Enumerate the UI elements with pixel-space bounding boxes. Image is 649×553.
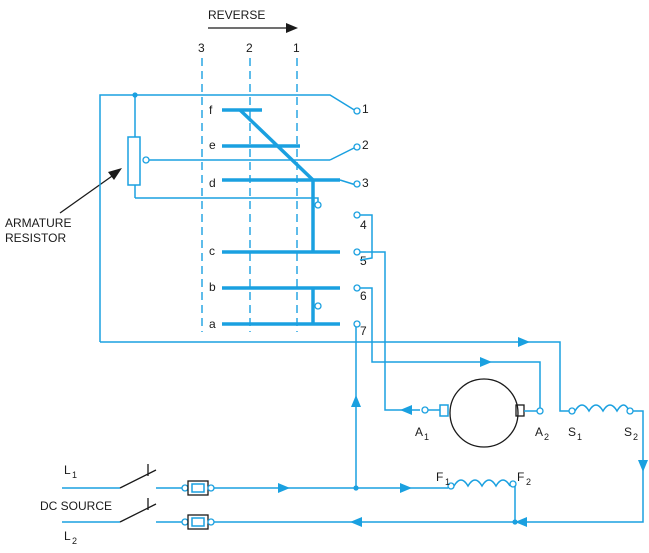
shunt-field-coil	[453, 479, 511, 488]
series-field-s2-label: S	[624, 425, 632, 439]
fuse-1-element	[191, 483, 205, 493]
contact-label-7: 7	[360, 324, 367, 338]
contact-label-4: 4	[360, 218, 367, 232]
contact-label-3: 3	[362, 176, 369, 190]
position-label-1: 1	[293, 41, 300, 55]
wire-d-to-contact-3	[339, 179, 357, 186]
shunt-field-f2-subscript: 2	[526, 477, 531, 487]
flow-arrow-right	[518, 337, 530, 347]
fuse-2-terminal-right	[207, 518, 215, 526]
contact-label-5: 5	[360, 254, 367, 268]
finger-terminal-d	[314, 201, 322, 209]
supply-l1-subscript: 1	[72, 470, 77, 480]
flow-arrow-right	[480, 357, 492, 367]
contact-terminal-6	[353, 284, 361, 292]
shunt-field-f1-label: F	[436, 470, 443, 484]
supply-l1-label: L	[64, 463, 71, 477]
series-field-s2-subscript: 2	[633, 432, 638, 442]
wire-contact-4-to-5	[359, 214, 373, 261]
fuse-2-element	[191, 517, 205, 527]
finger-label-d: d	[209, 176, 216, 190]
armature-circle	[449, 378, 519, 448]
flow-arrow-left	[515, 517, 527, 527]
wire-resistor-to-d-terminal	[135, 197, 319, 203]
armature-a2-label: A	[535, 425, 543, 439]
armature-resistor-label-line2: RESISTOR	[5, 231, 66, 245]
wire-left-loop-to-s1	[100, 341, 570, 412]
fuse-1-terminal-left	[181, 484, 189, 492]
flow-arrow-right	[278, 483, 290, 493]
switch-blade-bottom	[119, 503, 157, 523]
series-field: S 1 S 2	[568, 404, 638, 442]
finger-label-a: a	[209, 317, 216, 331]
shunt-field-f2-terminal	[509, 480, 517, 488]
wiring	[62, 94, 644, 523]
wire-contact-5-to-a1	[360, 251, 420, 411]
contact-terminal-2	[353, 143, 361, 151]
contact-terminal-1	[353, 107, 361, 115]
series-field-s1-label: S	[568, 425, 576, 439]
series-field-s1-terminal	[568, 407, 576, 415]
position-label-2: 2	[246, 41, 253, 55]
contact-label-6: 6	[360, 289, 367, 303]
armature: A 1 A 2	[415, 378, 549, 448]
armature-resistor-label-line1: ARMATURE	[5, 216, 71, 230]
finger-label-e: e	[209, 138, 216, 152]
junction-dot	[132, 92, 138, 98]
resistor-tap-terminal	[142, 156, 150, 164]
series-field-s1-subscript: 1	[577, 432, 582, 442]
series-field-coil	[574, 404, 630, 413]
fuse-2	[187, 514, 209, 530]
flow-arrow-down	[638, 460, 648, 472]
armature-a1-terminal	[421, 406, 429, 414]
contact-label-2: 2	[362, 138, 369, 152]
shunt-field-f2-label: F	[517, 470, 524, 484]
position-label-3: 3	[198, 41, 205, 55]
reverse-arrow-head	[286, 23, 298, 33]
shunt-field-f1-subscript: 1	[445, 477, 450, 487]
fuse-2-terminal-left	[181, 518, 189, 526]
contact-terminal-7	[353, 320, 361, 328]
supply-l2-label: L	[64, 529, 71, 543]
finger-label-c: c	[209, 244, 215, 258]
supply-section: L 1 DC SOURCE L 2	[40, 463, 215, 546]
shunt-field: F 1 F 2	[436, 470, 531, 490]
contact-terminal-5	[353, 248, 361, 256]
flow-arrow-left	[350, 517, 362, 527]
armature-resistor	[127, 136, 141, 186]
fuse-1-terminal-right	[207, 484, 215, 492]
flow-arrow-right	[400, 483, 412, 493]
junction-dot	[353, 485, 359, 491]
finger-label-f: f	[209, 103, 213, 117]
armature-a2-subscript: 2	[544, 432, 549, 442]
wire-tap-to-contact-2	[329, 146, 357, 161]
flow-arrow-left	[400, 405, 412, 415]
armature-brush-left	[439, 404, 449, 417]
flow-arrow-up	[351, 395, 361, 407]
armature-resistor-pointer-head	[108, 168, 122, 180]
finger-terminal-a	[314, 302, 322, 310]
wire-s2-to-l2	[214, 410, 644, 523]
contact-label-1: 1	[362, 102, 369, 116]
reverse-label: REVERSE	[208, 8, 265, 22]
contact-terminal-3	[353, 180, 361, 188]
armature-a1-label: A	[415, 425, 423, 439]
series-field-s2-terminal	[626, 407, 634, 415]
finger-label-b: b	[209, 280, 216, 294]
wire-top-to-contact-1	[99, 94, 357, 342]
reverse-indicator: REVERSE	[208, 8, 298, 33]
switch-blade-top	[119, 469, 157, 489]
fuse-1	[187, 480, 209, 496]
supply-source-label: DC SOURCE	[40, 499, 112, 513]
armature-a1-subscript: 1	[424, 432, 429, 442]
wire-contact-6-to-a2	[360, 287, 541, 411]
supply-l2-subscript: 2	[72, 536, 77, 546]
armature-resistor-pointer	[59, 173, 116, 214]
armature-a2-terminal	[536, 407, 544, 415]
contact-terminal-4	[353, 211, 361, 219]
